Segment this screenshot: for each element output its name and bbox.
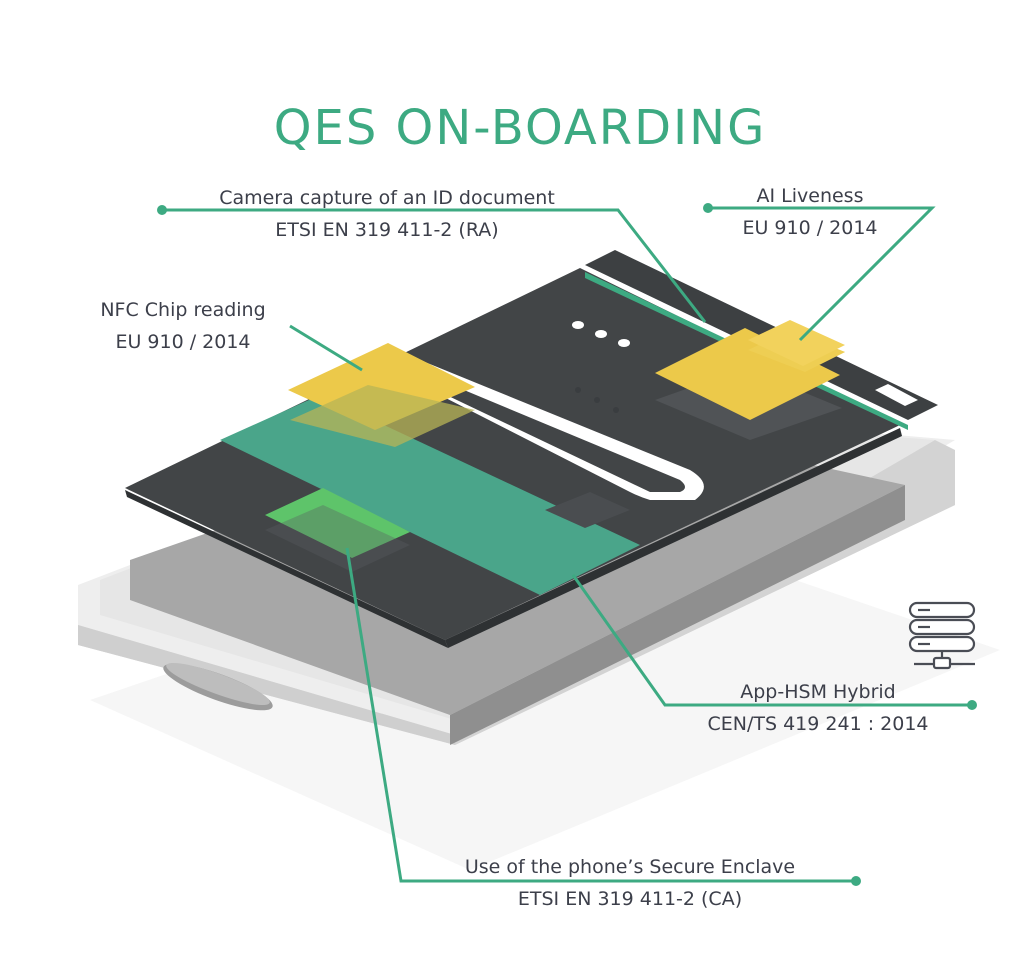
liveness-leader <box>708 206 936 342</box>
enclave-leader <box>345 547 856 883</box>
callout-nfc-standard: EU 910 / 2014 <box>115 331 251 353</box>
secure-enclave-chip <box>265 488 410 572</box>
liveness-chip <box>748 320 845 366</box>
diagram-title: QES ON-BOARDING <box>273 100 767 157</box>
home-button <box>163 662 273 711</box>
callout-camera-title: Camera capture of an ID document <box>219 187 555 209</box>
hsm-leader <box>571 574 972 707</box>
callout-nfc-title: NFC Chip reading <box>100 299 266 321</box>
callout-camera-standard: ETSI EN 319 411-2 (RA) <box>275 219 499 241</box>
callout-enclave: Use of the phone’s Secure Enclave ETSI E… <box>420 851 840 915</box>
callout-liveness-title: AI Liveness <box>756 185 864 207</box>
callout-enclave-title: Use of the phone’s Secure Enclave <box>464 856 796 878</box>
callout-liveness: AI Liveness EU 910 / 2014 <box>720 180 900 244</box>
callout-enclave-standard: ETSI EN 319 411-2 (CA) <box>517 888 743 910</box>
teal-band <box>220 395 640 595</box>
leader-lines <box>162 206 972 883</box>
leader-dots <box>157 203 977 886</box>
nfc-leader <box>289 324 363 372</box>
nfc-chip <box>288 343 475 447</box>
callout-liveness-standard: EU 910 / 2014 <box>742 217 878 239</box>
callout-hsm-title: App-HSM Hybrid <box>740 681 896 703</box>
callout-hsm-standard: CEN/TS 419 241 : 2014 <box>707 713 929 735</box>
camera-leader <box>162 208 707 323</box>
server-icon <box>908 601 976 670</box>
callout-camera: Camera capture of an ID document ETSI EN… <box>190 182 584 246</box>
three-dots-icon <box>572 321 630 347</box>
callout-nfc: NFC Chip reading EU 910 / 2014 <box>78 294 288 358</box>
callout-hsm: App-HSM Hybrid CEN/TS 419 241 : 2014 <box>680 676 956 740</box>
